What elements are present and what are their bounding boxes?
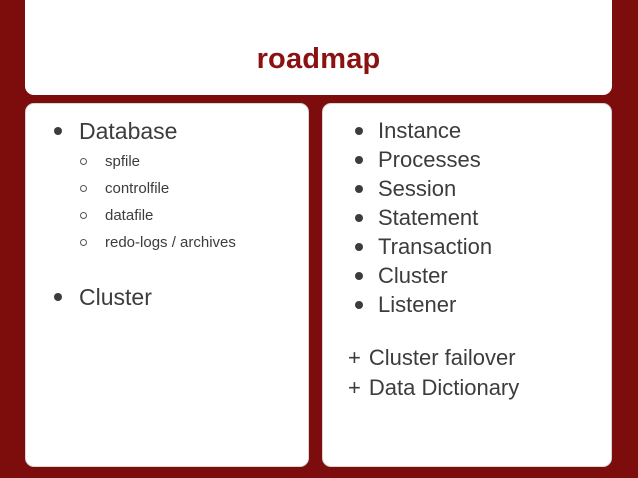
list-item-processes[interactable]: Processes — [333, 145, 601, 174]
header-card: roadmap — [25, 0, 612, 95]
list-item-label: redo-logs / archives — [105, 234, 236, 251]
list-item-session[interactable]: Session — [333, 174, 601, 203]
list-item-statement[interactable]: Statement — [333, 203, 601, 232]
list-item-label: Cluster — [378, 263, 448, 288]
list-item-label: spfile — [105, 153, 141, 170]
filled-bullet-icon — [54, 293, 62, 301]
list-item-label: Cluster — [79, 284, 152, 310]
page-title: roadmap — [256, 43, 381, 75]
list-item-database[interactable]: Database — [36, 116, 298, 146]
list-item-data-dictionary[interactable]: + Data Dictionary — [333, 373, 601, 403]
list-item-listener[interactable]: Listener — [333, 290, 601, 319]
list-item-cluster[interactable]: Cluster — [333, 261, 601, 290]
plus-marker-icon: + — [348, 345, 361, 370]
right-topic-list: Instance Processes Session Statement Tra… — [333, 116, 601, 403]
list-item-cluster[interactable]: Cluster — [36, 282, 298, 312]
hollow-bullet-icon — [80, 212, 87, 219]
list-item-cluster-failover[interactable]: + Cluster failover — [333, 343, 601, 373]
list-item-label: Transaction — [378, 234, 493, 259]
filled-bullet-icon — [54, 127, 62, 135]
database-subitem-list: spfile controlfile datafile redo-logs / … — [36, 148, 298, 256]
right-card-body: Instance Processes Session Statement Tra… — [323, 104, 611, 403]
hollow-bullet-icon — [80, 239, 87, 246]
list-item-label: Listener — [378, 292, 457, 317]
list-item-label: Database — [79, 118, 178, 144]
filled-bullet-icon — [355, 156, 363, 164]
list-item-label: Data Dictionary — [368, 375, 520, 400]
filled-bullet-icon — [355, 272, 363, 280]
list-item-label: controlfile — [105, 180, 170, 197]
plus-marker-icon: + — [348, 375, 361, 400]
list-item-label: Instance — [378, 118, 462, 143]
list-item-controlfile[interactable]: controlfile — [36, 175, 298, 202]
filled-bullet-icon — [355, 185, 363, 193]
list-item-label: datafile — [105, 207, 154, 224]
list-spacer — [36, 256, 298, 282]
left-content-card: Database spfile controlfile datafile — [25, 103, 309, 467]
list-item-instance[interactable]: Instance — [333, 116, 601, 145]
filled-bullet-icon — [355, 127, 363, 135]
filled-bullet-icon — [355, 243, 363, 251]
filled-bullet-icon — [355, 301, 363, 309]
list-item-label: Cluster failover — [368, 345, 516, 370]
list-item-redo-logs-archives[interactable]: redo-logs / archives — [36, 229, 298, 256]
list-item-label: Processes — [378, 147, 481, 172]
list-item-label: Session — [378, 176, 457, 201]
list-item-datafile[interactable]: datafile — [36, 202, 298, 229]
right-content-card: Instance Processes Session Statement Tra… — [322, 103, 612, 467]
left-topic-list: Database spfile controlfile datafile — [36, 116, 298, 312]
list-item-transaction[interactable]: Transaction — [333, 232, 601, 261]
list-spacer — [333, 319, 601, 343]
filled-bullet-icon — [355, 214, 363, 222]
left-card-body: Database spfile controlfile datafile — [26, 104, 308, 312]
hollow-bullet-icon — [80, 158, 87, 165]
list-item-label: Statement — [378, 205, 479, 230]
hollow-bullet-icon — [80, 185, 87, 192]
list-item-spfile[interactable]: spfile — [36, 148, 298, 175]
